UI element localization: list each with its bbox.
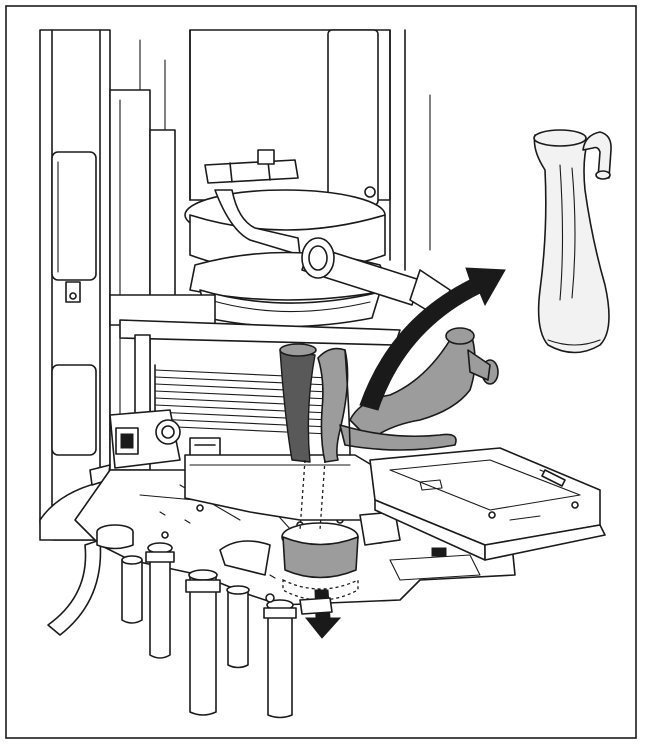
fan-assembly [109,237,451,346]
siphon-installed [279,327,499,531]
heat-exchanger [184,29,406,274]
siphon-removed [533,129,612,354]
curved-arrow-icon [359,267,506,411]
boiler-casing [39,29,431,541]
down-arrow-icon [304,589,342,639]
pipe-connections [47,524,333,719]
control-panel-open [369,447,606,561]
